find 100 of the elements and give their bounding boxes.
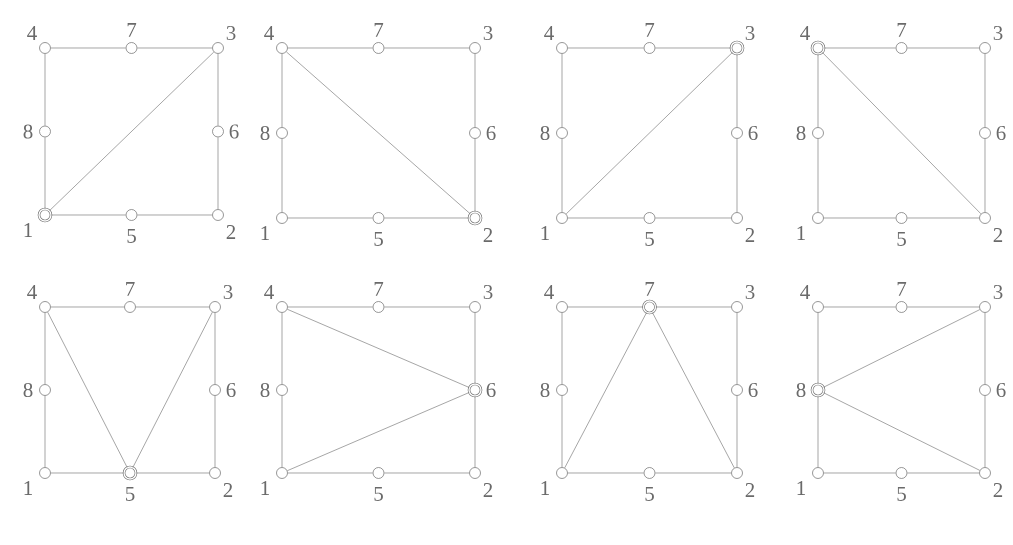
double-circle bbox=[37, 207, 53, 223]
node-number: 7 bbox=[126, 282, 135, 296]
node-number: 1 bbox=[261, 481, 269, 495]
connector-line bbox=[137, 214, 213, 216]
connector-line bbox=[817, 396, 819, 468]
double-circle bbox=[810, 40, 826, 56]
node-number: 8 bbox=[260, 125, 270, 141]
connector-line bbox=[281, 138, 283, 213]
connector-line bbox=[817, 54, 819, 128]
node-number: 5 bbox=[645, 232, 654, 246]
connector-line bbox=[823, 306, 896, 308]
connector-line bbox=[907, 47, 980, 49]
connector-line bbox=[907, 306, 980, 308]
node-number: 4 bbox=[544, 285, 554, 299]
connector-line bbox=[50, 472, 124, 474]
connector-line bbox=[135, 306, 210, 308]
connector-line bbox=[287, 306, 373, 308]
connector-line bbox=[214, 312, 216, 385]
node-number: 8 bbox=[796, 382, 806, 398]
node-number: 3 bbox=[745, 284, 755, 300]
connector-line bbox=[736, 54, 738, 128]
connector-line bbox=[823, 392, 981, 471]
node-number: 3 bbox=[993, 25, 1003, 41]
node-number: 6 bbox=[748, 125, 758, 141]
node-number: 7 bbox=[374, 282, 384, 296]
connector-line bbox=[474, 53, 476, 128]
connector-line bbox=[984, 138, 986, 213]
connector-line bbox=[44, 395, 46, 468]
connector-line bbox=[384, 47, 470, 49]
connector-line bbox=[384, 306, 470, 308]
double-circle bbox=[467, 210, 483, 226]
connector-line bbox=[281, 395, 283, 468]
node-number: 2 bbox=[483, 483, 493, 497]
connector-line bbox=[47, 311, 128, 468]
connector-line bbox=[655, 47, 731, 49]
node-number: 8 bbox=[260, 382, 270, 398]
connector-line bbox=[907, 217, 980, 219]
node-number: 1 bbox=[24, 223, 32, 237]
connector-line bbox=[137, 47, 213, 49]
connector-line bbox=[817, 312, 819, 384]
connector-line bbox=[652, 312, 735, 469]
connector-line bbox=[823, 217, 896, 219]
connector-line bbox=[136, 472, 210, 474]
connector-line bbox=[567, 217, 644, 219]
connector-line bbox=[132, 311, 213, 468]
node-number: 8 bbox=[796, 125, 806, 141]
connector-line bbox=[474, 312, 476, 384]
node-number: 6 bbox=[748, 382, 758, 398]
node-number: 8 bbox=[540, 125, 550, 141]
node-number: 8 bbox=[540, 382, 550, 398]
double-circle bbox=[122, 465, 138, 481]
node-number: 7 bbox=[897, 23, 907, 37]
double-circle bbox=[467, 382, 483, 398]
node-number: 2 bbox=[223, 483, 233, 497]
connector-line bbox=[217, 53, 219, 126]
node-number: 8 bbox=[23, 382, 33, 398]
node-number: 4 bbox=[264, 26, 274, 40]
node-number: 5 bbox=[374, 232, 383, 246]
node-number: 6 bbox=[996, 382, 1006, 398]
connector-line bbox=[736, 312, 738, 385]
connector-line bbox=[817, 138, 819, 213]
node-number: 1 bbox=[261, 226, 269, 240]
node-number: 4 bbox=[800, 26, 810, 40]
connector-line bbox=[281, 53, 283, 128]
connector-line bbox=[50, 306, 125, 308]
node-number: 8 bbox=[23, 124, 33, 139]
connector-line bbox=[565, 52, 733, 215]
node-number: 1 bbox=[541, 226, 549, 240]
node-number: 6 bbox=[486, 382, 496, 398]
connector-line bbox=[44, 137, 46, 209]
connector-line bbox=[50, 47, 126, 49]
node-number: 2 bbox=[483, 228, 493, 242]
connector-line bbox=[823, 472, 896, 474]
double-circle bbox=[642, 299, 657, 315]
connector-line bbox=[287, 47, 373, 49]
node-number: 2 bbox=[745, 228, 755, 242]
node-number: 5 bbox=[126, 487, 135, 501]
node-number: 1 bbox=[24, 481, 32, 495]
connector-line bbox=[44, 53, 46, 126]
connector-line bbox=[51, 214, 126, 216]
node-number: 2 bbox=[745, 483, 755, 497]
connector-line bbox=[561, 138, 563, 213]
double-circle bbox=[729, 40, 745, 56]
connector-line bbox=[823, 309, 981, 388]
connector-line bbox=[287, 392, 470, 471]
node-number: 1 bbox=[797, 226, 805, 240]
node-number: 1 bbox=[541, 481, 549, 495]
connector-line bbox=[561, 395, 563, 468]
connector-line bbox=[984, 395, 986, 468]
connector-line bbox=[281, 312, 283, 385]
node-number: 4 bbox=[800, 285, 810, 299]
node-number: 5 bbox=[897, 232, 906, 246]
node-number: 5 bbox=[645, 487, 654, 501]
node-number: 7 bbox=[374, 23, 384, 37]
node-number: 6 bbox=[996, 125, 1006, 141]
node-number: 3 bbox=[993, 284, 1003, 300]
connector-line bbox=[561, 53, 563, 128]
connector-line bbox=[44, 312, 46, 385]
connector-line bbox=[384, 217, 469, 219]
connector-line bbox=[736, 395, 738, 468]
